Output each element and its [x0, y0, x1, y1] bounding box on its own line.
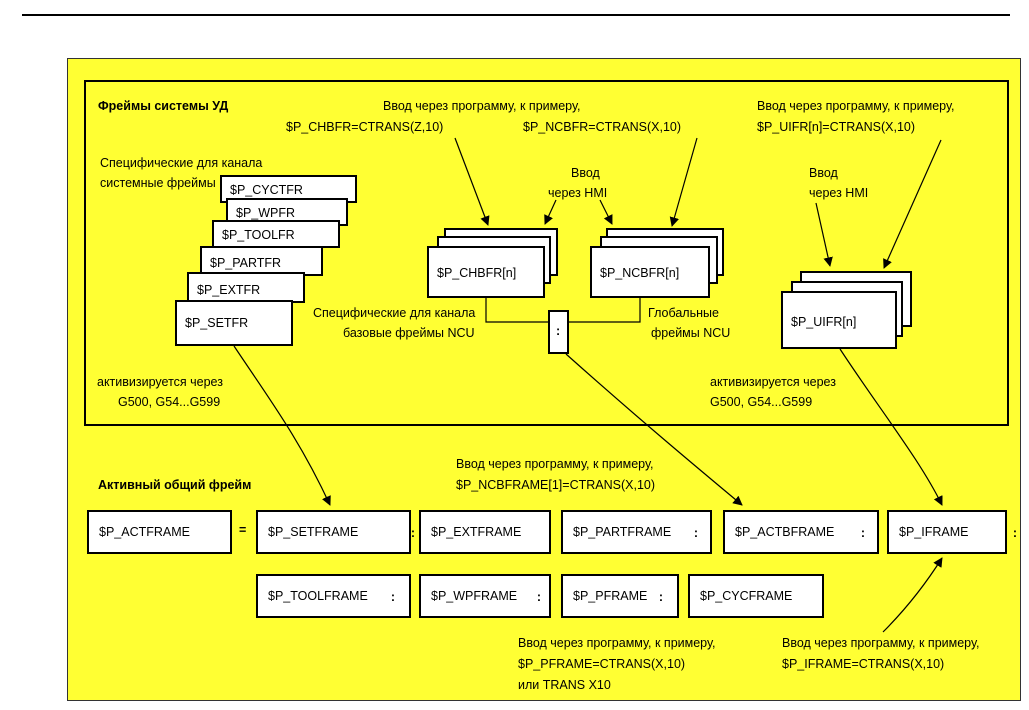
- chbfr-link-line: [485, 298, 548, 323]
- arrow-program-iframe: [882, 557, 943, 633]
- ncbframe-note-line1: Ввод через программу, к примеру,: [456, 457, 654, 471]
- pframe-note-line3: или TRANS X10: [518, 678, 611, 692]
- concat-colon-box: :: [548, 310, 569, 354]
- arrow-colon-actbframe: [565, 353, 743, 506]
- header-rule: [22, 14, 1010, 16]
- chbfr-note-line2: $P_CHBFR=CTRANS(Z,10): [286, 120, 444, 134]
- ncbfr-note-line2: $P_NCBFR=CTRANS(X,10): [523, 120, 682, 134]
- arrow-ncbfr-hmi: [599, 199, 613, 225]
- frame-wpframe: $P_WPFRAME:: [419, 574, 551, 618]
- frame-partframe: $P_PARTFRAME:: [561, 510, 712, 554]
- frame-uifr: $P_UIFR[n]: [781, 291, 897, 349]
- global-note-line2: фреймы NCU: [651, 326, 731, 340]
- chan-base-note-line2: базовые фреймы NCU: [343, 326, 475, 340]
- frame-extframe: $P_EXTFRAME: [419, 510, 551, 554]
- frame-cycframe: $P_CYCFRAME: [688, 574, 824, 618]
- chbfr-note-line1: Ввод через программу, к примеру,: [383, 99, 581, 113]
- frame-toolfr: $P_TOOLFR: [212, 220, 340, 248]
- active-frame-title: Активный общий фрейм: [98, 478, 252, 492]
- arrow-setfr-setframe: [233, 345, 331, 506]
- arrow-chbfr-hmi: [544, 199, 557, 225]
- pframe-note-line2: $P_PFRAME=CTRANS(X,10): [518, 657, 686, 671]
- global-note-line1: Глобальные: [648, 306, 719, 320]
- chan-sys-note-line1: Специфические для канала: [100, 156, 263, 170]
- hmi1-note-line1: Ввод: [571, 166, 600, 180]
- ncbfr-link-line: [569, 298, 641, 323]
- hmi2-note-line2: через HMI: [809, 186, 869, 200]
- arrow-chbfr-program: [454, 137, 490, 226]
- iframe-note-line2: $P_IFRAME=CTRANS(X,10): [782, 657, 945, 671]
- frame-setfr: $P_SETFR: [175, 300, 293, 346]
- equals-sign: =: [239, 523, 247, 537]
- chan-sys-note-line2: системные фреймы: [100, 176, 216, 190]
- nc-frames-section: [84, 80, 1009, 426]
- frame-toolframe: $P_TOOLFRAME:: [256, 574, 411, 618]
- sys-frames-title: Фреймы системы УД: [98, 99, 229, 113]
- frame-actframe: $P_ACTFRAME: [87, 510, 232, 554]
- hmi2-note-line1: Ввод: [809, 166, 838, 180]
- frame-pframe: $P_PFRAME:: [561, 574, 679, 618]
- hmi1-note-line2: через HMI: [548, 186, 608, 200]
- ncbframe-note-line2: $P_NCBFRAME[1]=CTRANS(X,10): [456, 478, 656, 492]
- arrow-uifr-program: [883, 139, 942, 269]
- act-left-note-line2: G500, G54...G599: [118, 395, 221, 409]
- uifr-note-line1: Ввод через программу, к примеру,: [757, 99, 955, 113]
- chan-base-note-line1: Специфические для канала: [313, 306, 476, 320]
- arrow-uifr-hmi: [815, 202, 833, 267]
- uifr-note-line2: $P_UIFR[n]=CTRANS(X,10): [757, 120, 916, 134]
- act-left-note-line1: активизируется через: [97, 375, 223, 389]
- frame-iframe: $P_IFRAME:: [887, 510, 1017, 554]
- frame-ncbfr: $P_NCBFR[n]: [590, 246, 710, 298]
- act-right-note-line1: активизируется через: [710, 375, 836, 389]
- arrow-ncbfr-program: [669, 137, 698, 227]
- act-right-note-line2: G500, G54...G599: [710, 395, 813, 409]
- frame-actbframe: $P_ACTBFRAME:: [723, 510, 879, 554]
- iframe-note-line1: Ввод через программу, к примеру,: [782, 636, 980, 650]
- arrow-uifr-iframe: [839, 348, 943, 506]
- frame-setframe: $P_SETFRAME:: [256, 510, 415, 554]
- frame-chbfr: $P_CHBFR[n]: [427, 246, 545, 298]
- pframe-note-line1: Ввод через программу, к примеру,: [518, 636, 716, 650]
